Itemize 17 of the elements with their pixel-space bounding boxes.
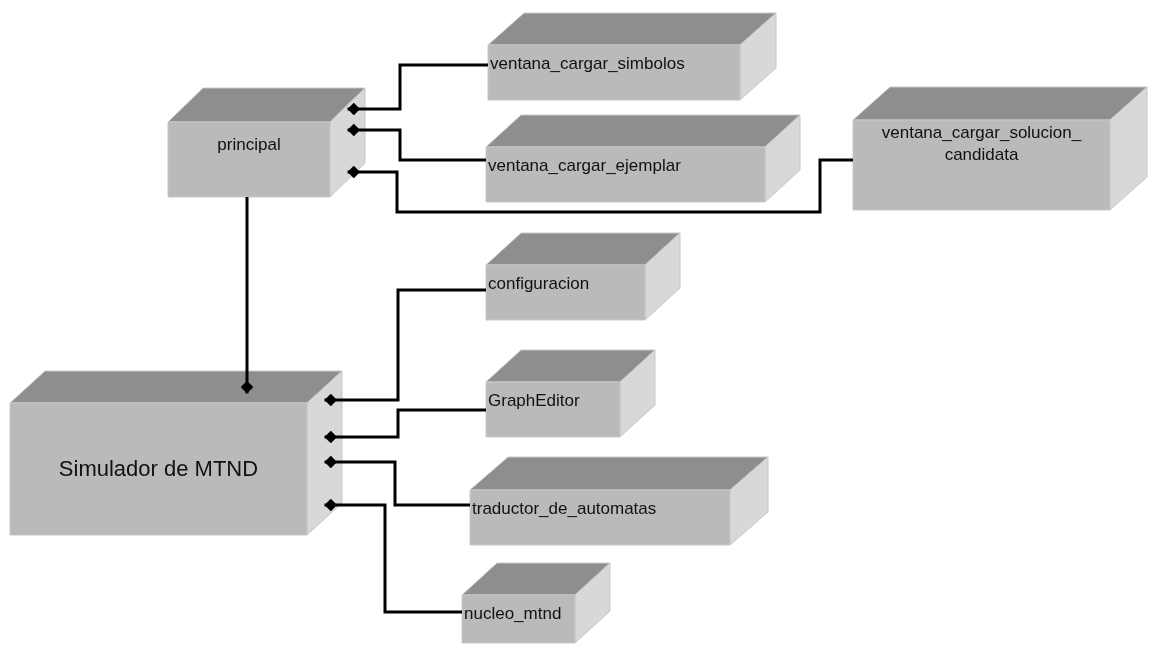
box-label: principal (216, 134, 282, 156)
composition-connector (347, 158, 853, 214)
composition-connector (324, 288, 486, 407)
composition-connector (324, 408, 486, 444)
box-label: ventana_cargar_simbolos (490, 53, 685, 75)
box-label: Simulador de MTND (57, 455, 260, 483)
composition-connector (240, 197, 254, 394)
box-label: configuracion (488, 273, 590, 295)
composition-connector (347, 63, 488, 116)
box-label: ventana_cargar_solucion_candidata (880, 122, 1083, 167)
box-label: GraphEditor (488, 390, 580, 412)
box-label: traductor_de_automatas (472, 498, 657, 520)
composition-connector (347, 123, 486, 162)
composition-connector (324, 455, 470, 507)
box-label: nucleo_mtnd (464, 603, 562, 625)
composition-connector (324, 498, 462, 614)
box-label: ventana_cargar_ejemplar (488, 155, 681, 177)
